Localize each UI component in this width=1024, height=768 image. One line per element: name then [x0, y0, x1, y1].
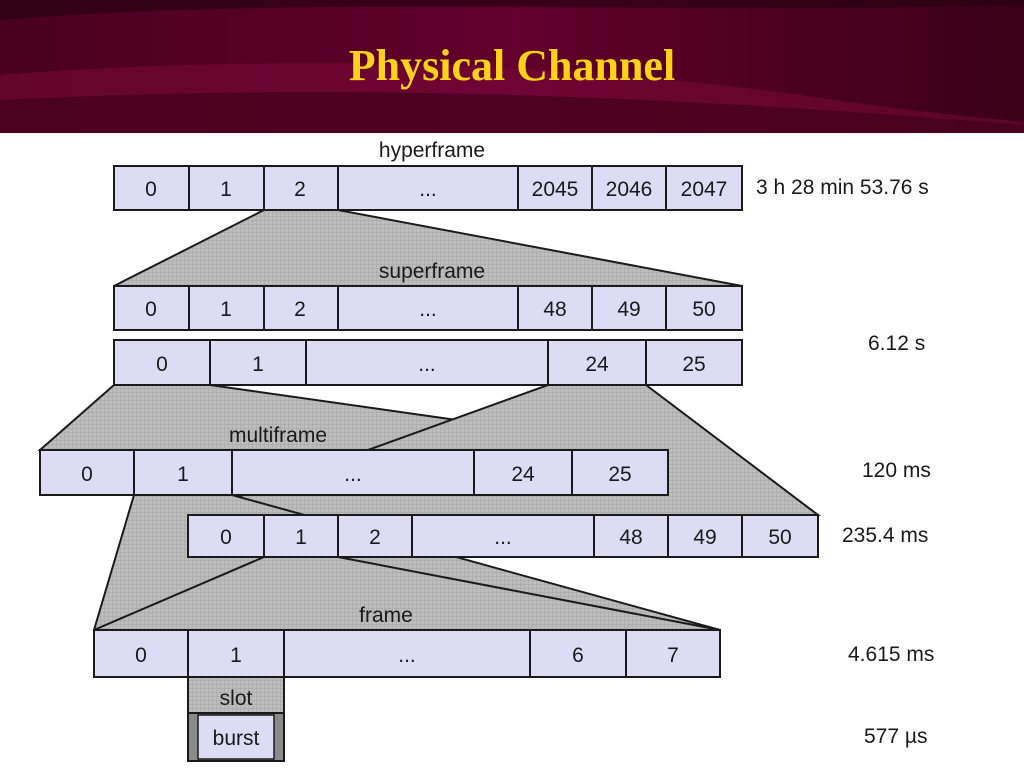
frame-duration: 4.615 ms	[848, 643, 934, 666]
multiframe-row-51: 0 1 2 ... 48 49 50	[187, 514, 819, 558]
slot-box: burst	[187, 712, 285, 762]
multiframe-duration-26: 120 ms	[862, 459, 931, 482]
banner-background	[0, 0, 1024, 133]
superframe-cell: ...	[418, 353, 436, 376]
hyperframe-cell: 2045	[532, 178, 579, 201]
superframe-cell: ...	[419, 298, 437, 321]
slot-duration: 577 µs	[864, 725, 927, 748]
multiframe-cell: 1	[295, 526, 307, 549]
multiframe-cell: 0	[220, 526, 232, 549]
frame-cell: 7	[667, 644, 679, 667]
frame-cell: 1	[230, 644, 242, 667]
hyperframe-cell: 0	[145, 178, 157, 201]
slot-label: slot	[220, 687, 253, 710]
multiframe-cell: 48	[619, 526, 642, 549]
hyperframe-duration: 3 h 28 min 53.76 s	[756, 176, 929, 199]
title-banner: Physical Channel	[0, 0, 1024, 133]
multiframe-cell: 50	[768, 526, 791, 549]
frame-cell: ...	[398, 644, 416, 667]
multiframe-cell: 0	[81, 463, 93, 486]
hyperframe-cell: 2047	[681, 178, 728, 201]
superframe-cell: 24	[585, 353, 609, 376]
superframe-row-51: 0 1 2 ... 48 49 50	[113, 285, 743, 331]
superframe-cell: 1	[252, 353, 264, 376]
multiframe-cell: 25	[608, 463, 631, 486]
hyperframe-cell: 2	[294, 178, 306, 201]
multiframe-cell: 49	[693, 526, 716, 549]
multiframe-duration-51: 235.4 ms	[842, 524, 928, 547]
hyperframe-row: 0 1 2 ... 2045 2046 2047	[113, 165, 743, 211]
hyperframe-cell: 2046	[606, 178, 653, 201]
superframe-cell: 0	[145, 298, 157, 321]
superframe-row-26: 0 1 ... 24 25	[113, 339, 743, 386]
multiframe-cell: ...	[344, 463, 362, 486]
page-title: Physical Channel	[348, 41, 676, 90]
superframe-cell: 1	[220, 298, 232, 321]
hyperframe-cell: 1	[220, 178, 232, 201]
superframe-cell: 50	[692, 298, 715, 321]
frame-label: frame	[359, 604, 413, 627]
superframe-cell: 2	[294, 298, 306, 321]
superframe-duration: 6.12 s	[868, 332, 925, 355]
frame-cell: 0	[135, 644, 147, 667]
burst-label: burst	[213, 727, 260, 750]
multiframe-cell: 1	[177, 463, 189, 486]
superframe-cell: 48	[543, 298, 566, 321]
multiframe-cell: 2	[369, 526, 381, 549]
multiframe-cell: 24	[511, 463, 535, 486]
superframe-cell: 25	[682, 353, 705, 376]
superframe-cell: 49	[617, 298, 640, 321]
superframe-label: superframe	[379, 260, 485, 283]
multiframe-row-26: 0 1 ... 24 25	[39, 449, 669, 496]
superframe-cell: 0	[156, 353, 168, 376]
frame-cell: 6	[572, 644, 584, 667]
hyperframe-cell: ...	[419, 178, 437, 201]
frame-row: 0 1 ... 6 7	[93, 629, 721, 678]
hyperframe-label: hyperframe	[379, 139, 485, 162]
tdma-frame-hierarchy-diagram: hyperframe 0 1 2 ... 2045 2046 2047 3 h …	[37, 139, 934, 762]
multiframe-label: multiframe	[229, 424, 327, 447]
multiframe-cell: ...	[494, 526, 512, 549]
